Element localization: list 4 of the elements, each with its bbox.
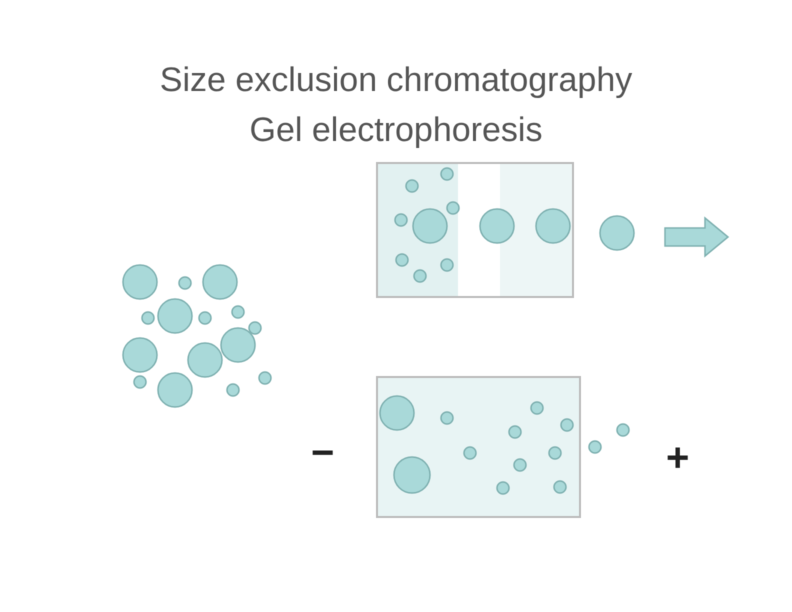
subtitle: Gel electrophoresis — [248, 110, 544, 150]
minus-sign: − — [311, 433, 334, 473]
plus-sign: + — [666, 438, 690, 478]
title: Size exclusion chromatography — [158, 60, 634, 100]
